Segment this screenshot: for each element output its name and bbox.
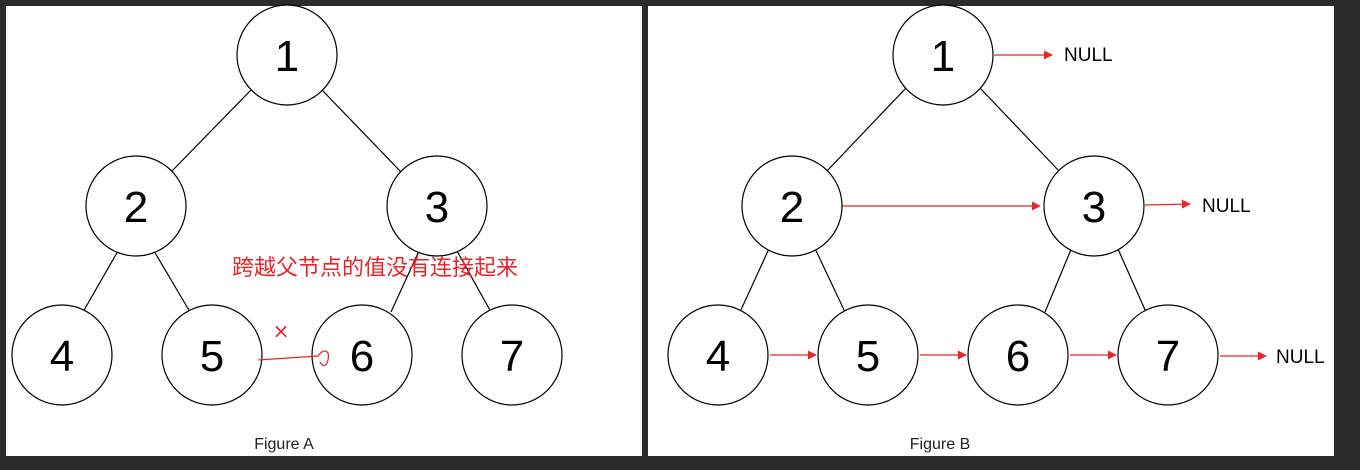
null-label-level-2: NULL — [1202, 196, 1251, 217]
edge-2-5 — [810, 239, 846, 313]
edge-2-4 — [82, 250, 119, 313]
figure-a: 1 2 3 4 5 6 7 × 跨越父节点的值没有连接起来 Figure A — [11, 4, 563, 453]
tree-node-1 — [892, 4, 994, 106]
edge-3-6 — [1044, 239, 1076, 313]
figure-b-next-pointers — [770, 50, 1267, 361]
annotation-text: 跨越父节点的值没有连接起来 — [232, 256, 518, 281]
figure-b-node-labels: 1 2 3 4 5 6 7 — [706, 32, 1180, 381]
figure-b-edges — [739, 87, 1147, 313]
edge-1-2 — [825, 87, 907, 173]
tree-node-4 — [11, 304, 113, 406]
tree-node-1 — [236, 4, 338, 106]
node-label-2: 2 — [124, 183, 148, 232]
tree-node-2 — [85, 155, 187, 257]
figure-b-caption: Figure B — [910, 436, 970, 453]
node-label-5: 5 — [856, 332, 880, 381]
tree-node-5 — [817, 304, 919, 406]
node-label-1: 1 — [275, 32, 299, 81]
tree-node-5 — [161, 304, 263, 406]
failed-connection-line — [257, 350, 330, 367]
edge-3-7 — [456, 250, 492, 313]
tree-node-7 — [1117, 304, 1219, 406]
node-label-4: 4 — [706, 332, 730, 381]
node-label-6: 6 — [350, 332, 374, 381]
edge-1-3 — [979, 87, 1061, 173]
edge-3-7 — [1113, 239, 1147, 313]
tree-node-3 — [386, 155, 488, 257]
edge-2-5 — [153, 250, 191, 313]
node-label-1: 1 — [931, 32, 955, 81]
figure-a-node-labels: 1 2 3 4 5 6 7 — [50, 32, 524, 381]
figure-b: 1 2 3 4 5 6 7 NULL NULL NULL Figure B — [667, 4, 1325, 453]
node-label-3: 3 — [1082, 183, 1106, 232]
tree-node-3 — [1043, 155, 1145, 257]
node-label-5: 5 — [200, 332, 224, 381]
node-label-2: 2 — [780, 183, 804, 232]
figure-a-edges — [82, 89, 492, 313]
node-label-4: 4 — [50, 332, 74, 381]
figure-b-nodes — [667, 4, 1219, 406]
figure-a-caption: Figure A — [254, 436, 314, 453]
node-label-7: 7 — [1156, 332, 1180, 381]
tree-node-4 — [667, 304, 769, 406]
null-label-level-1: NULL — [1064, 45, 1113, 66]
node-label-3: 3 — [425, 183, 449, 232]
node-label-7: 7 — [500, 332, 524, 381]
cross-mark-icon: × — [273, 319, 290, 343]
null-label-level-3: NULL — [1276, 347, 1325, 368]
figure-a-nodes — [11, 4, 563, 406]
tree-node-6 — [311, 304, 413, 406]
node-label-6: 6 — [1006, 332, 1030, 381]
edge-2-4 — [739, 239, 774, 313]
tree-node-7 — [461, 304, 563, 406]
tree-node-6 — [967, 304, 1069, 406]
edge-3-6 — [390, 250, 420, 313]
edge-1-3 — [321, 89, 402, 173]
next-pointer-3-null — [1144, 199, 1191, 209]
edge-1-2 — [170, 89, 252, 173]
tree-node-2 — [741, 155, 843, 257]
